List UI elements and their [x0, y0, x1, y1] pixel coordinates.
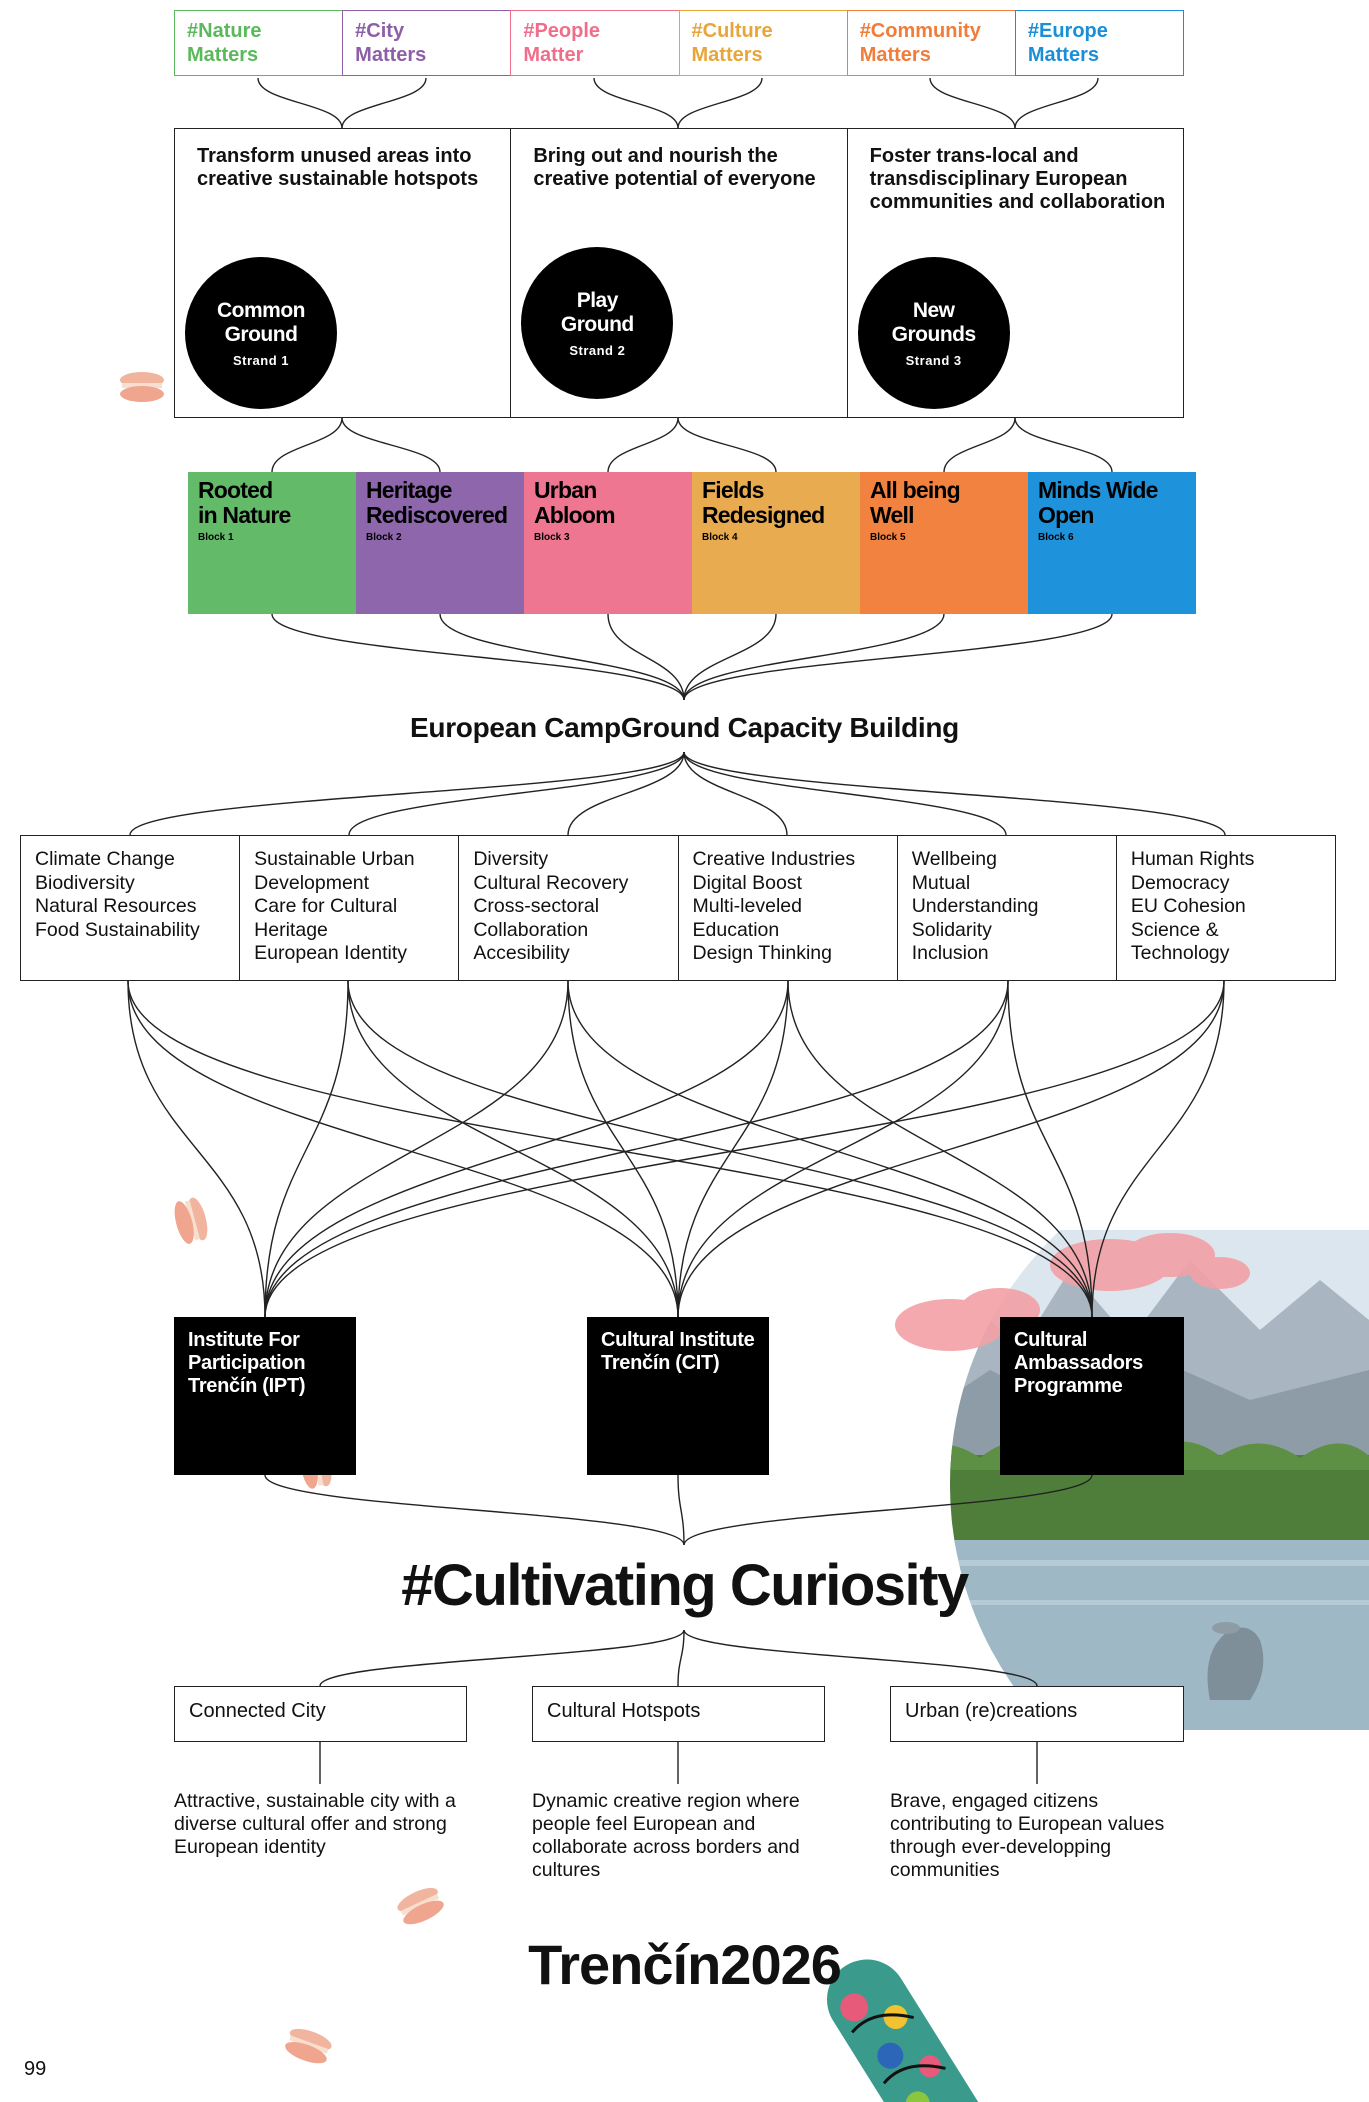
- connector-line: [341, 77, 427, 129]
- connector-line: [677, 980, 789, 1318]
- connector-line: [929, 77, 1016, 129]
- strand-number: Strand 3: [905, 352, 962, 368]
- connector-line: [1014, 417, 1113, 473]
- motto-heading: #Cultivating Curiosity: [401, 1553, 969, 1618]
- connector-line: [607, 417, 679, 473]
- outcome-cultural-hotspots: Cultural Hotspots: [532, 1686, 825, 1742]
- connector-line: [943, 417, 1016, 473]
- strand-description: Transform unused areas into creative sus…: [197, 145, 479, 190]
- connector-line: [607, 613, 685, 701]
- connector-line: [127, 980, 266, 1318]
- macaron-decoration: [120, 372, 164, 402]
- institution-cit: Cultural Institute Trenčín (CIT): [587, 1317, 769, 1475]
- institution-ipt: Institute For Participation Trenčín (IPT…: [174, 1317, 356, 1475]
- brand-wordmark: Trenčín2026: [528, 1933, 842, 1996]
- strand-name: Play Ground: [560, 288, 634, 336]
- connector-line: [567, 980, 679, 1318]
- strand-number: Strand 1: [232, 352, 289, 368]
- strand-play-ground: Bring out and nourish the creative poten…: [511, 129, 848, 417]
- connector-line: [683, 751, 788, 836]
- connector-line: [129, 751, 685, 836]
- strand-new-grounds: Foster trans-local and transdisciplinary…: [848, 129, 1183, 417]
- strand-name: New Grounds: [891, 298, 977, 346]
- macaron-decoration: [174, 1197, 208, 1244]
- connector-line: [439, 613, 685, 701]
- strand-description: Foster trans-local and transdisciplinary…: [869, 145, 1166, 213]
- connector-line: [127, 980, 679, 1318]
- connector-line: [677, 77, 763, 129]
- outcome-description: Attractive, sustainable city with a dive…: [174, 1790, 456, 1858]
- connector-line: [677, 1629, 685, 1687]
- connector-line: [271, 417, 343, 473]
- strand-badge: Play Ground Strand 2: [521, 247, 674, 399]
- connector-line: [683, 613, 777, 701]
- connector-line: [348, 751, 685, 836]
- strands-panel: Transform unused areas into creative sus…: [174, 128, 1184, 418]
- connector-line: [264, 980, 349, 1318]
- connector-line: [683, 751, 1226, 836]
- macaron-decoration: [285, 2028, 332, 2064]
- connector-line: [593, 77, 679, 129]
- connector-line: [683, 613, 945, 701]
- macaron-decoration: [397, 1887, 444, 1925]
- connector-line: [319, 1629, 685, 1687]
- connector-line: [264, 980, 569, 1318]
- connector-line: [677, 1474, 685, 1546]
- strand-name: Common Ground: [217, 298, 306, 346]
- outcome-description: Dynamic creative region where people fee…: [532, 1790, 800, 1881]
- connector-line: [1014, 77, 1099, 129]
- connector-line: [677, 417, 777, 473]
- outcome-description: Brave, engaged citizens contributing to …: [890, 1790, 1165, 1881]
- page-number: 99: [24, 2058, 47, 2080]
- connector-line: [257, 77, 343, 129]
- strand-number: Strand 2: [569, 342, 626, 358]
- institution-ambassadors: Cultural Ambassadors Programme: [1000, 1317, 1184, 1475]
- outcome-connected-city: Connected City: [174, 1686, 467, 1742]
- connector-line: [271, 613, 685, 701]
- connector-line: [683, 613, 1113, 701]
- outcome-urban-recreations: Urban (re)creations: [890, 1686, 1184, 1742]
- connector-line: [341, 417, 441, 473]
- strand-badge: New Grounds Strand 3: [857, 257, 1010, 409]
- skateboard-decoration: [826, 1959, 1003, 2102]
- strand-description: Bring out and nourish the creative poten…: [533, 145, 816, 190]
- connector-line: [567, 751, 685, 836]
- connector-line: [347, 980, 679, 1318]
- connector-line: [264, 980, 789, 1318]
- strand-badge: Common Ground Strand 1: [185, 257, 337, 409]
- capacity-building-heading: European CampGround Capacity Building: [410, 712, 959, 743]
- strand-common-ground: Transform unused areas into creative sus…: [175, 129, 512, 417]
- connector-line: [683, 751, 1007, 836]
